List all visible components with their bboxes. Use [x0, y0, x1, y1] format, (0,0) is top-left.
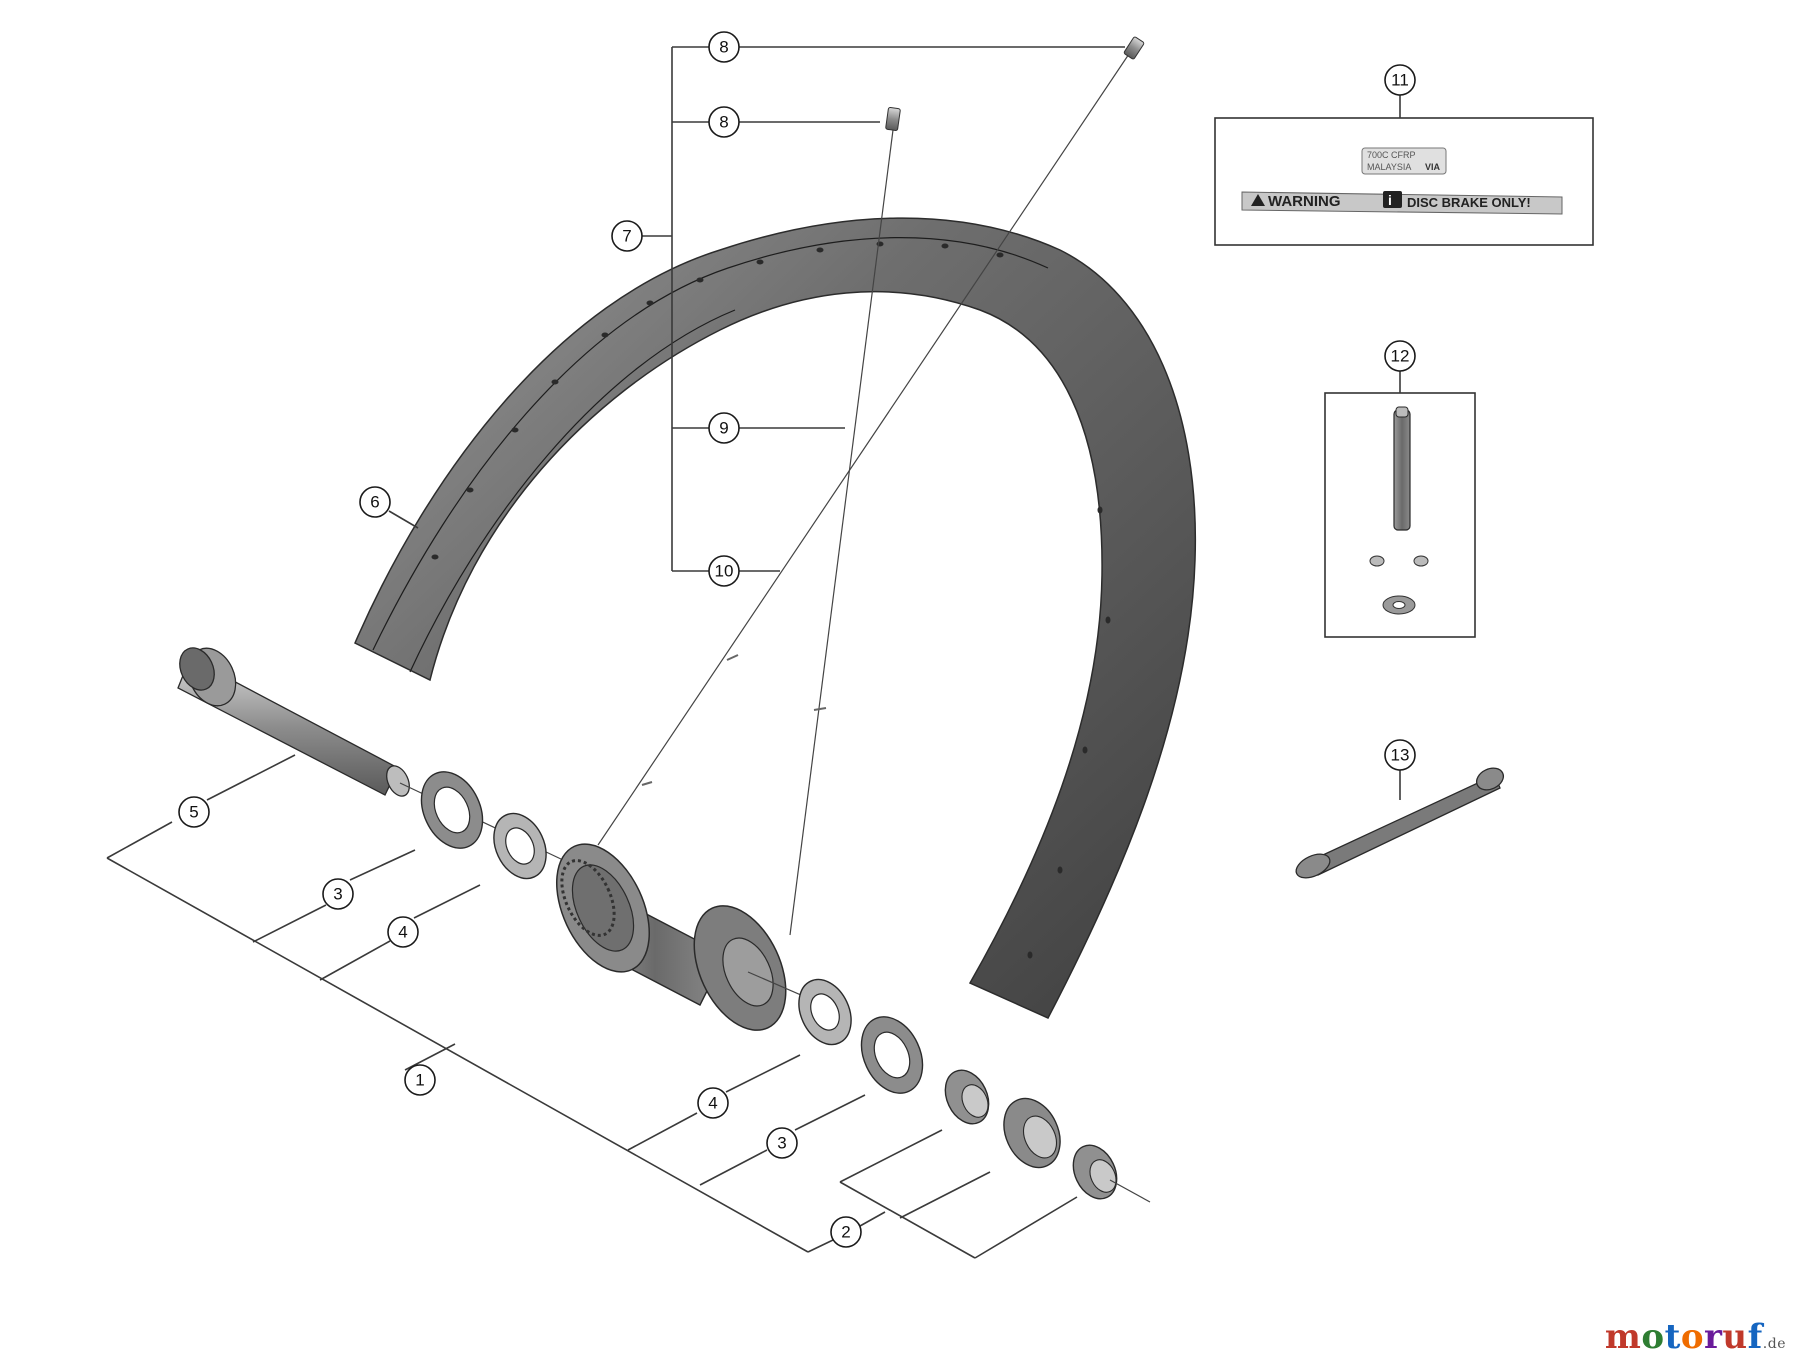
- info-icon: [1383, 191, 1402, 208]
- svg-text:4: 4: [708, 1094, 717, 1113]
- svg-text:2: 2: [841, 1223, 850, 1242]
- svg-text:8: 8: [719, 113, 728, 132]
- svg-text:5: 5: [189, 803, 198, 822]
- right-seal-ring: [860, 1016, 924, 1094]
- svg-text:12: 12: [1391, 347, 1410, 366]
- valve-nut-right: [1413, 555, 1429, 567]
- svg-text:4: 4: [398, 923, 407, 942]
- svg-text:9: 9: [719, 419, 728, 438]
- spokes: [597, 44, 1136, 936]
- axle: [177, 647, 581, 869]
- rim-sticker-box: 700C CFRP MALAYSIA VIA WARNING i DISC BR…: [1214, 117, 1594, 246]
- callout-12: 12: [1384, 340, 1416, 372]
- left-bearing: [493, 812, 547, 880]
- sticker-line1: 700C CFRP: [1367, 150, 1416, 160]
- valve-stem: [1393, 406, 1411, 531]
- callout-8-second: 8: [708, 106, 740, 138]
- callout-4-right: 4: [697, 1087, 729, 1119]
- callout-11: 11: [1384, 64, 1416, 96]
- spoke-nipple-long: [1123, 36, 1145, 60]
- callout-5: 5: [178, 796, 210, 828]
- end-cap-middle: [1003, 1097, 1061, 1169]
- spoke-nipple-short: [885, 107, 901, 131]
- right-bearing: [798, 978, 852, 1046]
- svg-text:1: 1: [415, 1071, 424, 1090]
- sticker-info: i: [1388, 192, 1392, 208]
- warning-triangle-icon: [1251, 194, 1265, 206]
- sticker-line2b: VIA: [1425, 162, 1441, 172]
- valve-nut-left: [1369, 555, 1385, 567]
- callout-9: 9: [708, 412, 740, 444]
- svg-text:7: 7: [622, 227, 631, 246]
- sticker-line2: MALAYSIA: [1367, 162, 1411, 172]
- callout-3-right: 3: [766, 1127, 798, 1159]
- callout-3-left: 3: [322, 878, 354, 910]
- callout-1: 1: [404, 1064, 436, 1096]
- watermark-logo[interactable]: motoruf.de: [1604, 1317, 1786, 1357]
- callout-7: 7: [611, 220, 643, 252]
- callout-10: 10: [708, 555, 740, 587]
- svg-text:8: 8: [719, 38, 728, 57]
- svg-text:6: 6: [370, 493, 379, 512]
- svg-text:10: 10: [715, 562, 734, 581]
- svg-text:3: 3: [777, 1134, 786, 1153]
- callout-4-left: 4: [387, 916, 419, 948]
- callout-6: 6: [359, 486, 391, 518]
- left-seal-ring: [420, 771, 484, 849]
- svg-text:13: 13: [1391, 746, 1410, 765]
- spoke-holes: [431, 241, 1111, 959]
- callout-8-top: 8: [708, 31, 740, 63]
- end-cap-inner: [944, 1069, 990, 1125]
- valve-kit-box: [1324, 392, 1476, 638]
- rim: [354, 217, 1197, 1019]
- callout-2: 2: [830, 1216, 862, 1248]
- sticker-disc: DISC BRAKE ONLY!: [1407, 195, 1531, 210]
- leader-lines: [106, 46, 1401, 1259]
- svg-text:11: 11: [1391, 71, 1409, 90]
- end-cap-outer: [1072, 1144, 1151, 1203]
- callout-13: 13: [1384, 739, 1416, 771]
- hub-body: [555, 843, 841, 1031]
- svg-text:3: 3: [333, 885, 342, 904]
- sticker-warning: WARNING: [1268, 193, 1341, 210]
- spoke-wrench: [1295, 767, 1505, 879]
